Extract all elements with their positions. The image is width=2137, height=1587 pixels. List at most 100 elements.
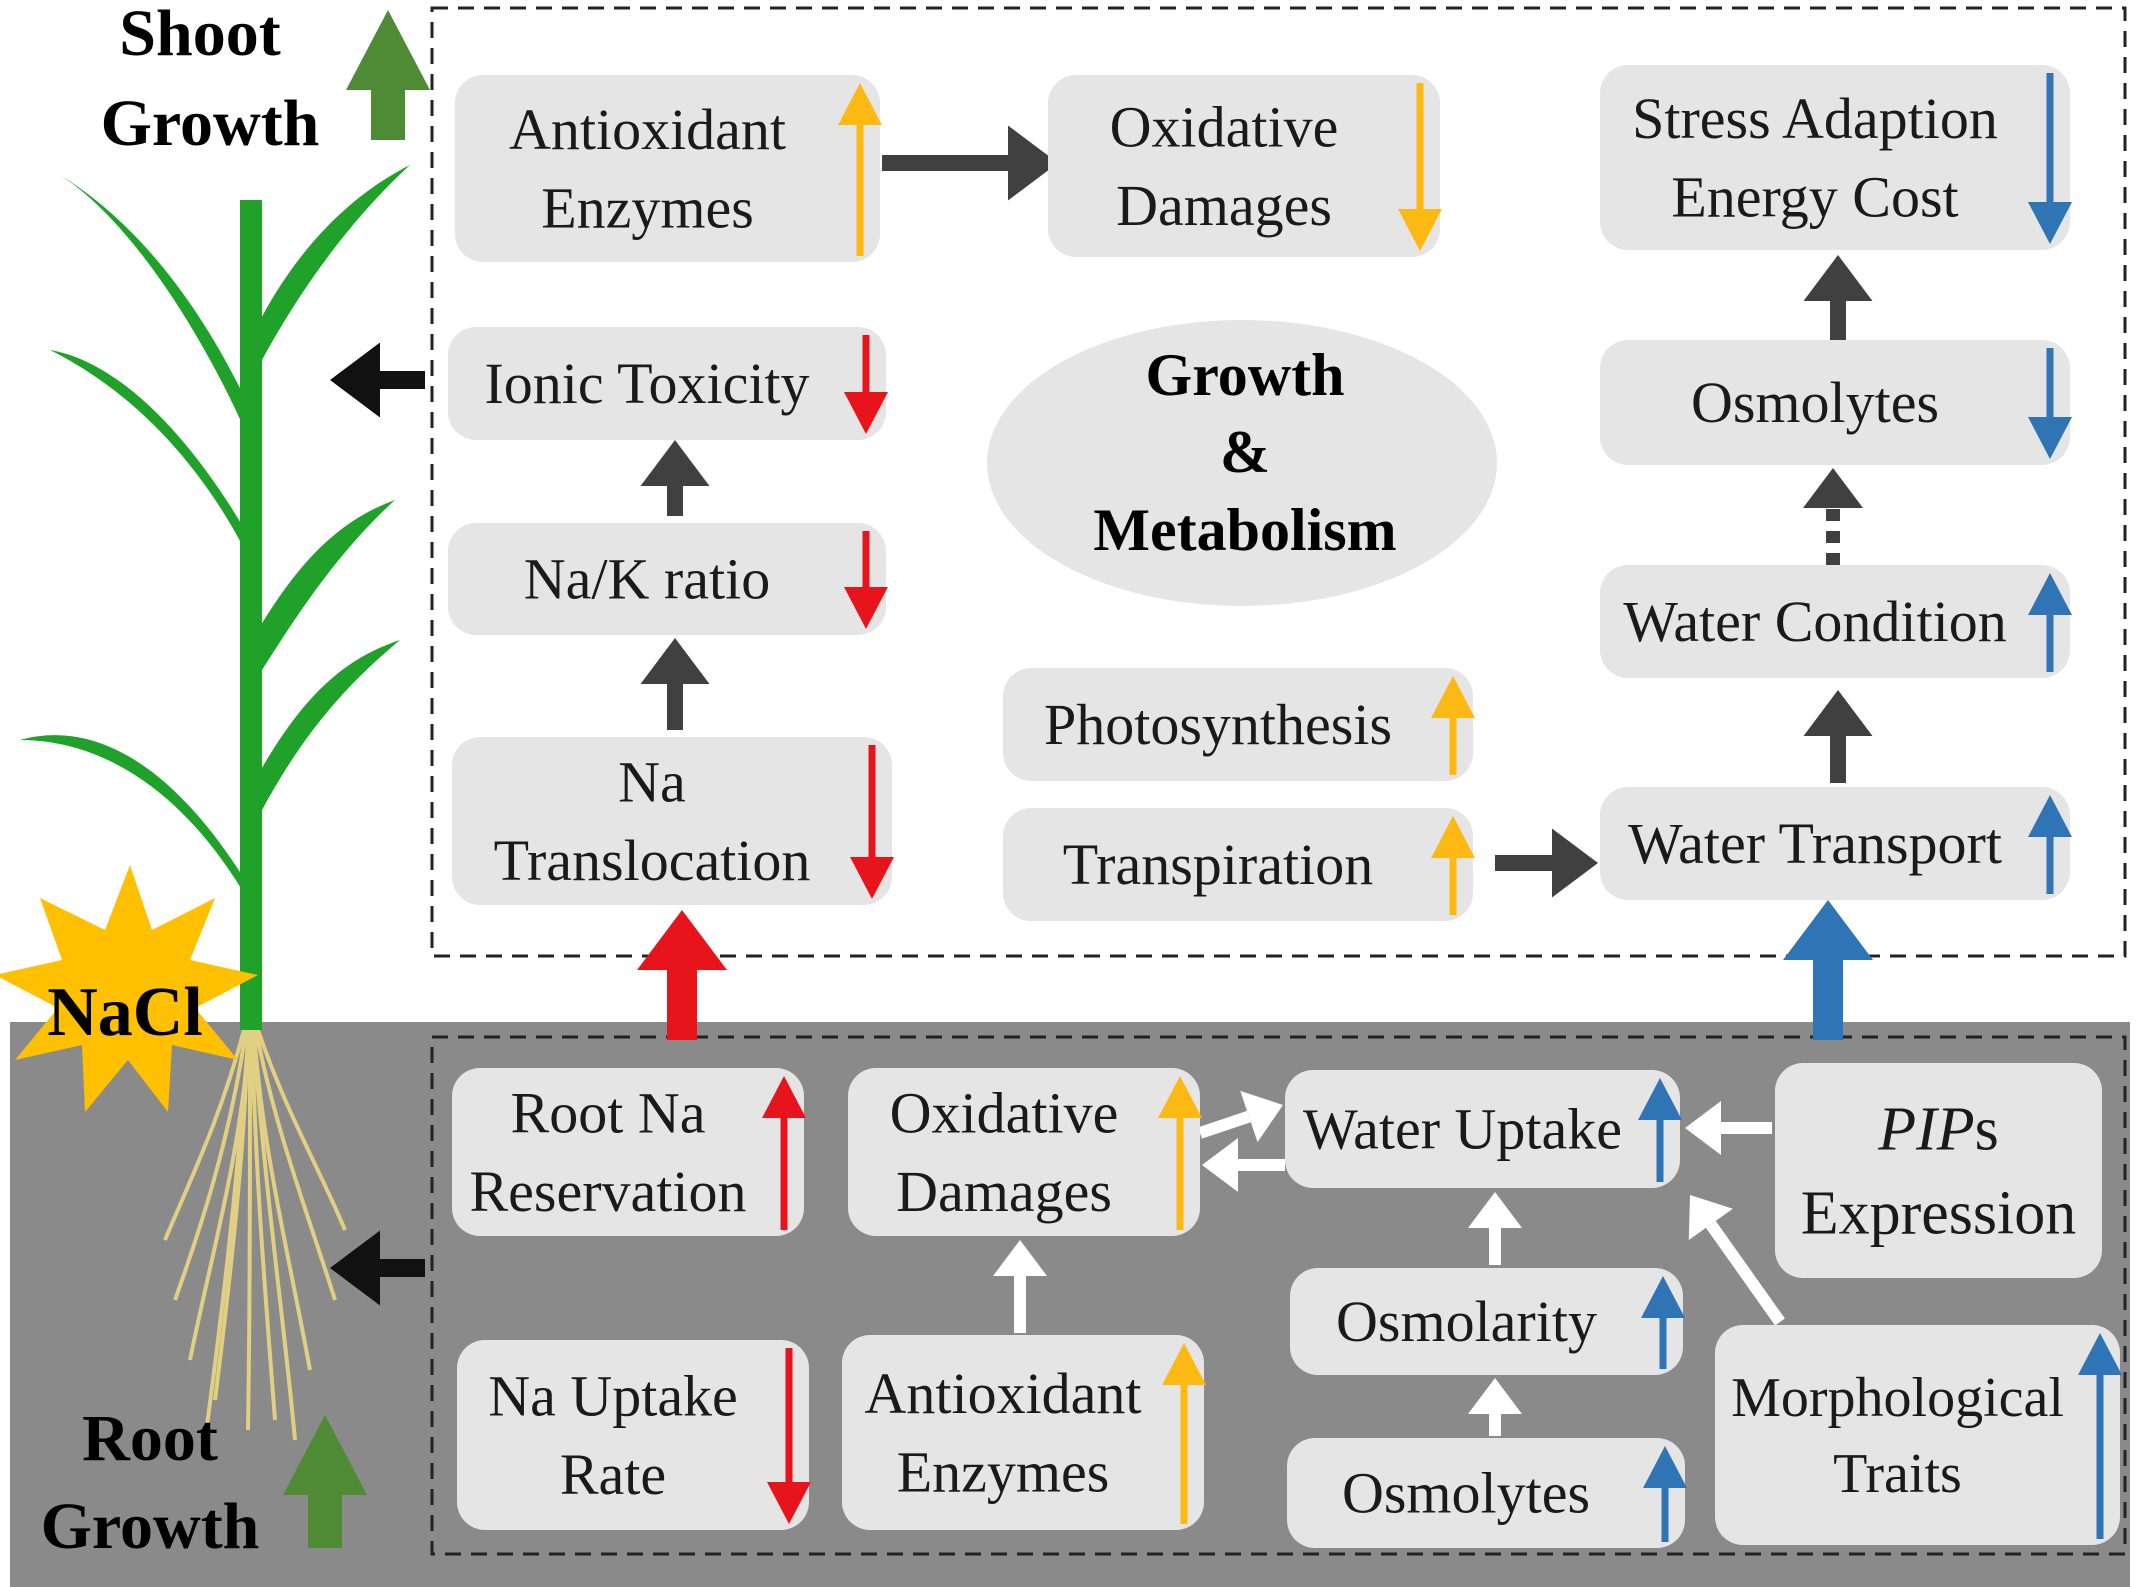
arrow-water-uptake-to-oxidative	[1202, 1138, 1285, 1192]
pips-expression-label-line1: PIPs	[1877, 1096, 1999, 1164]
water-uptake-label-line1: Water Uptake	[1303, 1097, 1622, 1162]
shoot-frame	[430, 6, 2127, 958]
plant-illustration	[0, 165, 410, 1441]
na-k-ratio-box: Na/K ratio	[448, 523, 888, 635]
na-uptake-rate-down-arrow-icon	[767, 1348, 811, 1524]
morphological-traits-label-line2: Traits	[1833, 1443, 1962, 1505]
water-transport-label-line1: Water Transport	[1628, 811, 2002, 876]
na-k-ratio-label-line1: Na/K ratio	[524, 547, 770, 612]
antioxidant-enzymes-shoot-label-line2: Enzymes	[541, 175, 754, 240]
root-growth-label: Root Growth	[41, 1402, 260, 1563]
osmolarity-label-line1: Osmolarity	[1336, 1289, 1597, 1354]
water-condition-box: Water Condition	[1600, 565, 2072, 678]
na-k-ratio-down-arrow-icon	[844, 531, 888, 629]
arrow-osmolarity-to-water-uptake	[1468, 1192, 1522, 1265]
shoot-label-line1: Shoot	[119, 0, 280, 70]
arrow-antioxidant-to-oxidative	[882, 125, 1058, 201]
oxidative-damages-shoot-label-line1: Oxidative	[1110, 95, 1339, 160]
photosynthesis-box: Photosynthesis	[1003, 668, 1475, 781]
center-label-line2: &	[1220, 419, 1270, 485]
na-translocation-label-line2: Translocation	[494, 828, 811, 893]
na-translocation-label-line1: Na	[618, 750, 686, 815]
arrow-naK-to-ionic	[640, 440, 710, 516]
osmolytes-root-box: Osmolytes	[1287, 1438, 1687, 1548]
osmolarity-up-arrow-icon	[1641, 1276, 1685, 1369]
nacl-burst	[0, 865, 258, 1112]
root-na-reservation-up-arrow-icon	[762, 1076, 806, 1230]
arrow-osmolytes-to-osmolarity	[1468, 1378, 1522, 1436]
arrow-to-root	[330, 1230, 425, 1306]
arrow-oxidative-to-water-uptake	[1198, 1090, 1283, 1143]
na-uptake-rate-label-line1: Na Uptake	[488, 1364, 738, 1429]
ionic-toxicity-down-arrow-icon	[844, 335, 888, 434]
osmolytes-root-label-line1: Osmolytes	[1342, 1461, 1590, 1526]
transpiration-box: Transpiration	[1003, 808, 1475, 921]
factor-boxes: AntioxidantEnzymesOxidativeDamagesStress…	[448, 65, 2122, 1548]
leaves	[20, 165, 410, 900]
photosynthesis-up-arrow-icon	[1431, 676, 1475, 775]
arrow-to-shoot	[330, 342, 425, 418]
connector-arrows	[330, 125, 1873, 1436]
roots	[163, 1029, 347, 1441]
shoot-growth-up-arrow-icon	[346, 10, 430, 140]
shoot-growth-label: Shoot Growth	[101, 0, 320, 160]
na-uptake-rate-label-line2: Rate	[560, 1442, 666, 1507]
water-transport-up-arrow-icon	[2028, 795, 2072, 894]
ionic-toxicity-label-line1: Ionic Toxicity	[484, 351, 809, 416]
root-label-line1: Root	[82, 1402, 218, 1475]
arrow-pips-to-water-uptake	[1685, 1101, 1772, 1155]
growth-metabolism-ellipse	[987, 320, 1497, 606]
oxidative-damages-root-label-line1: Oxidative	[890, 1081, 1119, 1146]
arrow-root-to-water-transport	[1783, 900, 1873, 1040]
arrow-transpiration-to-transport	[1495, 828, 1598, 898]
antioxidant-enzymes-shoot-up-arrow-icon	[838, 83, 882, 256]
arrow-translocation-to-naK	[640, 638, 710, 730]
root-na-reservation-label-line1: Root Na	[511, 1081, 706, 1146]
pips-suffix: s	[1975, 1096, 1999, 1164]
nacl-label: NaCl	[47, 974, 203, 1051]
morphological-traits-up-arrow-icon	[2078, 1333, 2122, 1539]
center-label-line1: Growth	[1146, 342, 1345, 408]
ionic-toxicity-box: Ionic Toxicity	[448, 327, 888, 440]
photosynthesis-label-line1: Photosynthesis	[1044, 692, 1392, 757]
oxidative-damages-root-up-arrow-icon	[1158, 1076, 1202, 1230]
water-condition-label-line1: Water Condition	[1623, 589, 2007, 654]
arrow-root-to-translocation	[637, 910, 727, 1040]
morphological-traits-label-line1: Morphological	[1731, 1367, 2064, 1429]
stress-adaption-energy-cost-label-line1: Stress Adaption	[1632, 86, 1998, 151]
water-uptake-box: Water Uptake	[1285, 1070, 1682, 1188]
water-condition-up-arrow-icon	[2028, 573, 2072, 672]
osmolytes-shoot-label-line1: Osmolytes	[1691, 370, 1939, 435]
root-label-line2: Growth	[41, 1490, 260, 1563]
arrow-transport-to-condition	[1803, 690, 1873, 783]
pips-italic: PIP	[1877, 1096, 1974, 1164]
osmolytes-shoot-box: Osmolytes	[1600, 340, 2072, 465]
arrow-antioxidant-to-oxidative-root	[993, 1240, 1047, 1333]
arrow-osmolytes-to-stress	[1803, 255, 1873, 340]
arrow-water-condition-to-osmolytes	[1803, 468, 1863, 565]
antioxidant-enzymes-shoot-label-line1: Antioxidant	[509, 97, 786, 162]
pips-expression-label-line2: Expression	[1801, 1179, 2077, 1247]
stress-adaption-energy-cost-label-line2: Energy Cost	[1671, 164, 1958, 229]
osmolarity-box: Osmolarity	[1290, 1268, 1685, 1375]
antioxidant-enzymes-root-label-line1: Antioxidant	[864, 1361, 1141, 1426]
na-translocation-down-arrow-icon	[850, 745, 894, 899]
transpiration-up-arrow-icon	[1431, 816, 1475, 915]
water-uptake-up-arrow-icon	[1638, 1078, 1682, 1182]
osmolytes-shoot-down-arrow-icon	[2028, 348, 2072, 459]
arrow-morph-to-water-uptake	[1688, 1195, 1785, 1326]
oxidative-damages-shoot-down-arrow-icon	[1398, 83, 1442, 251]
antioxidant-enzymes-root-up-arrow-icon	[1162, 1343, 1206, 1524]
oxidative-damages-shoot-label-line2: Damages	[1116, 173, 1332, 238]
